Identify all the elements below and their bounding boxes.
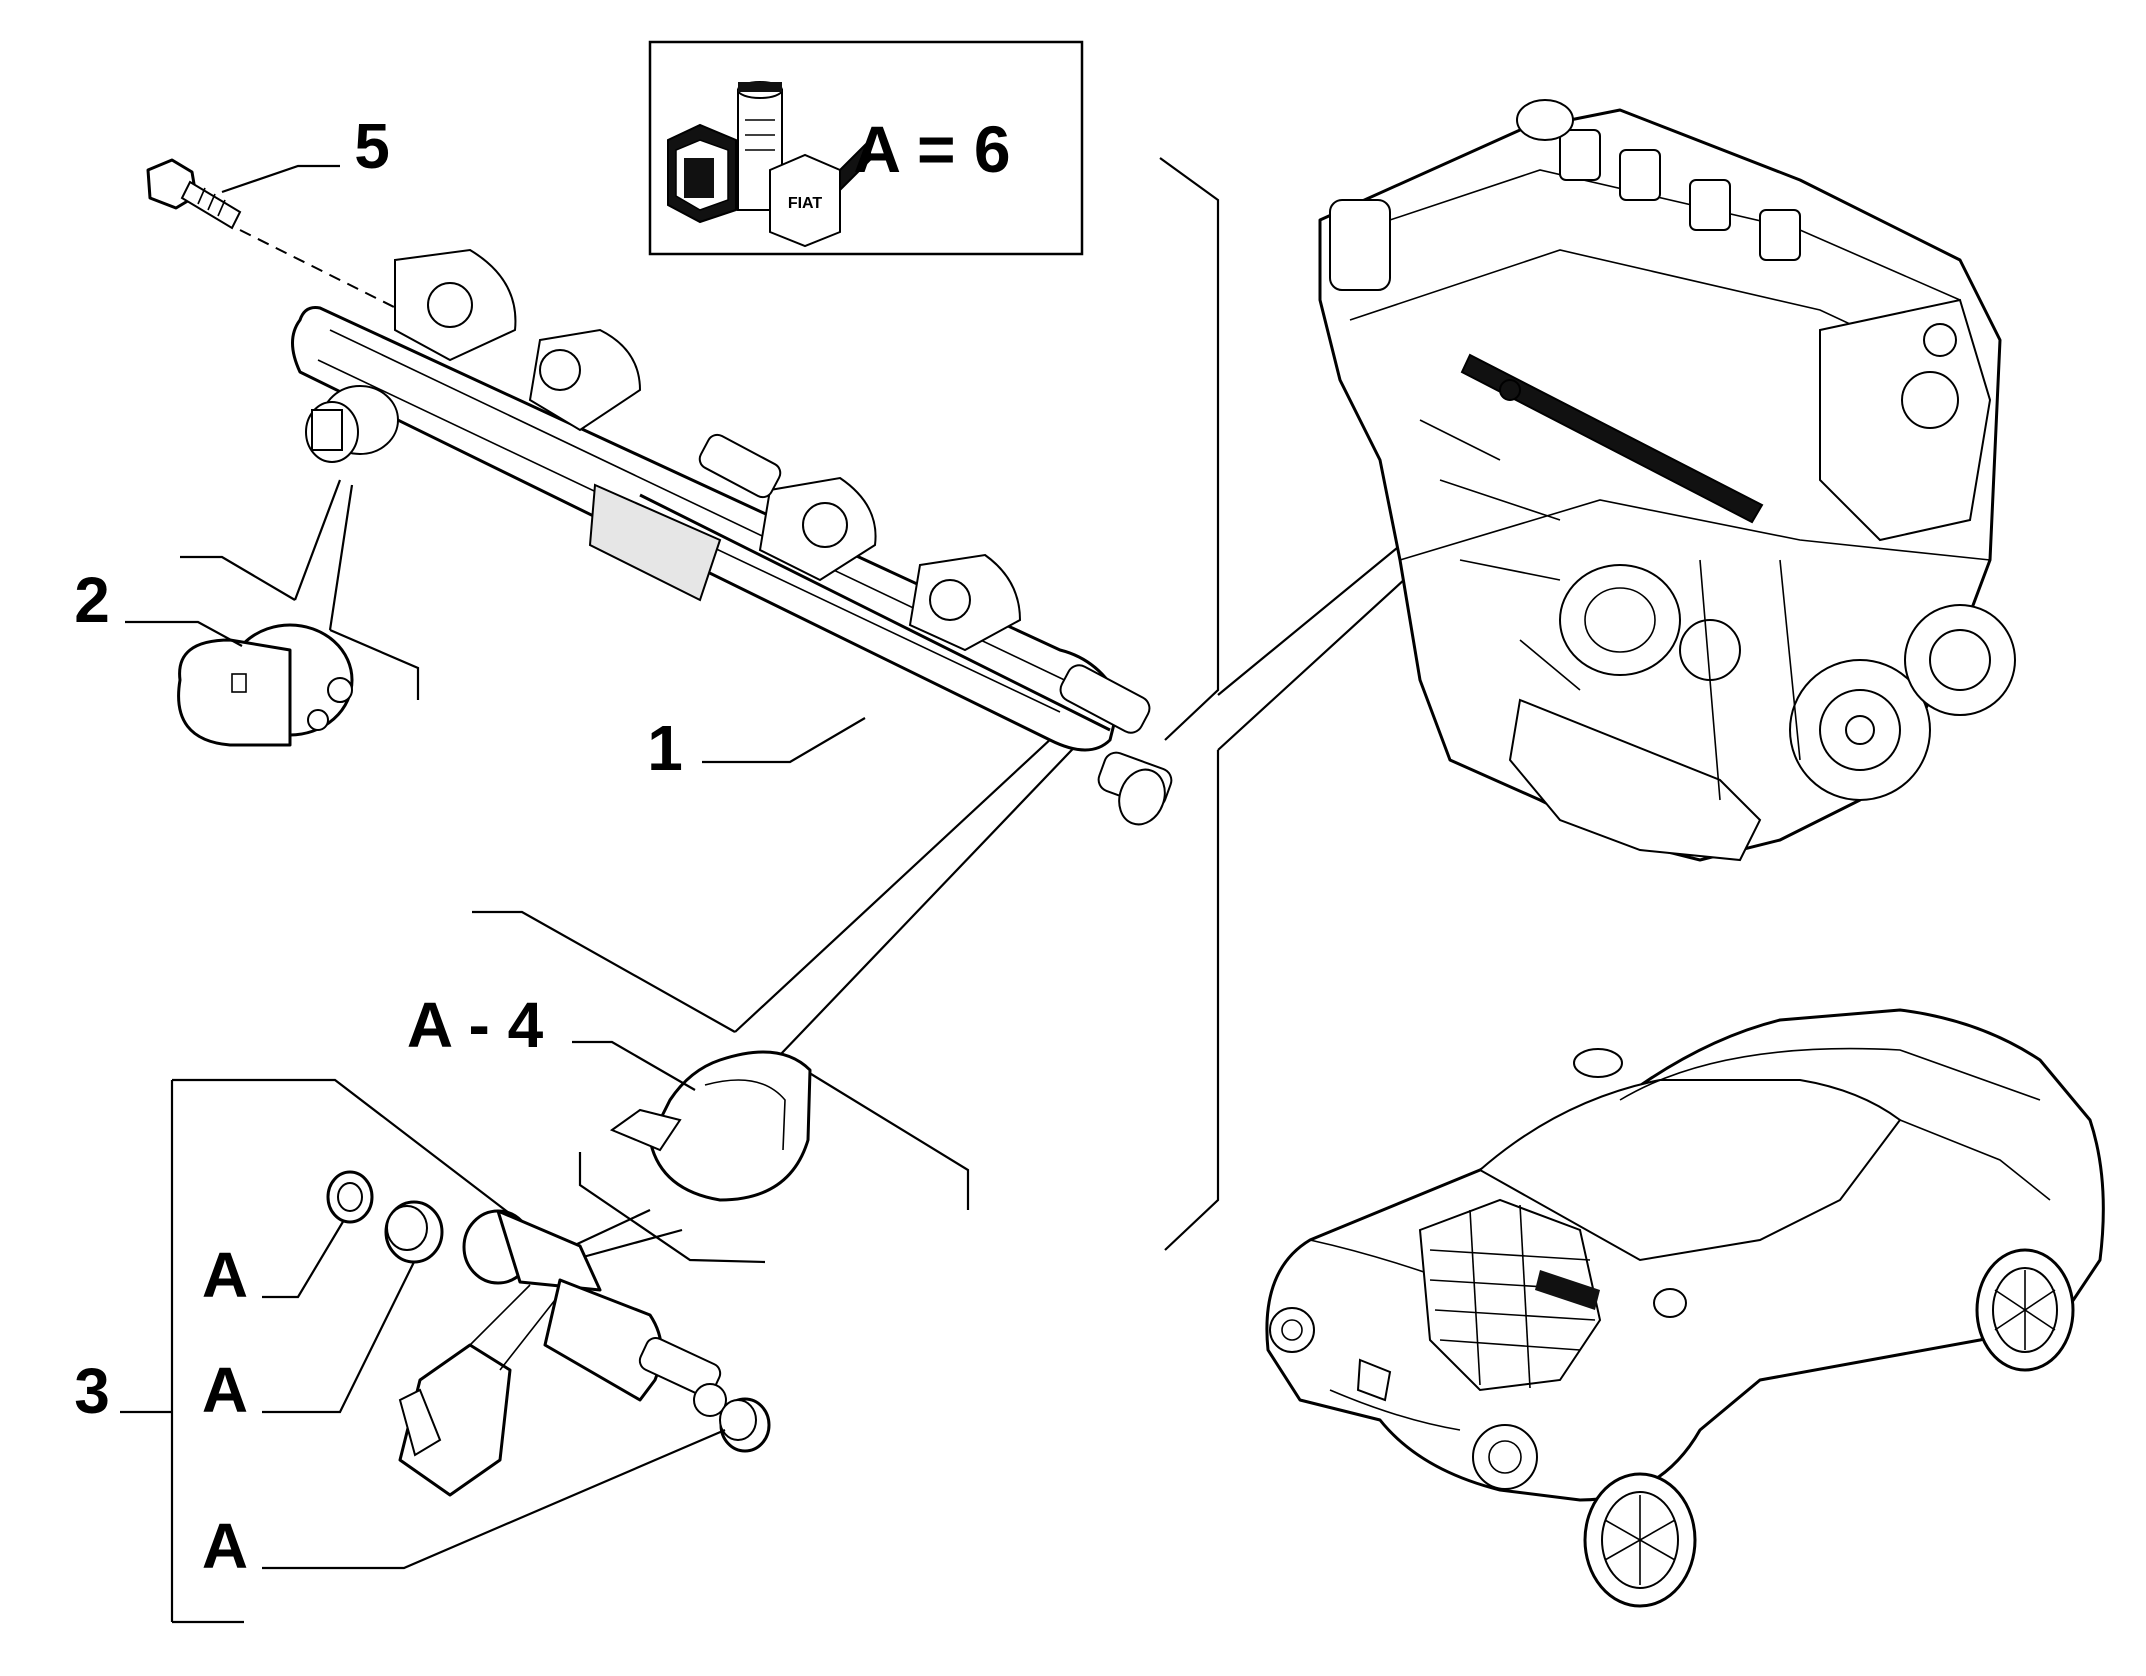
callout-a-upper: A — [202, 1239, 248, 1311]
callout-a-middle: A — [202, 1354, 248, 1426]
car-engine-inset — [1418, 1198, 1602, 1392]
car-illustration — [1265, 1008, 2105, 1608]
injector-clip — [609, 1050, 812, 1202]
callout-2: 2 — [74, 564, 110, 636]
pressure-sensor — [177, 623, 354, 747]
callout-a4: A - 4 — [407, 989, 544, 1061]
kit-logo-text: FIAT — [788, 195, 823, 212]
bolt — [146, 158, 242, 230]
kit-box: FIAT A = 6 — [648, 40, 1084, 256]
engine-illustration — [1318, 99, 2016, 862]
fuel-injector — [398, 1209, 727, 1497]
kit-icon: FIAT — [667, 81, 871, 248]
kit-quantity-label: A = 6 — [853, 112, 1010, 186]
callout-a-lower: A — [202, 1510, 248, 1582]
callout-3: 3 — [74, 1355, 110, 1427]
seal-ring-lower — [719, 1397, 771, 1453]
callout-5: 5 — [354, 110, 390, 182]
seal-ring-upper — [326, 1170, 374, 1224]
seal-ring-middle — [384, 1200, 444, 1264]
callout-1: 1 — [647, 712, 683, 784]
